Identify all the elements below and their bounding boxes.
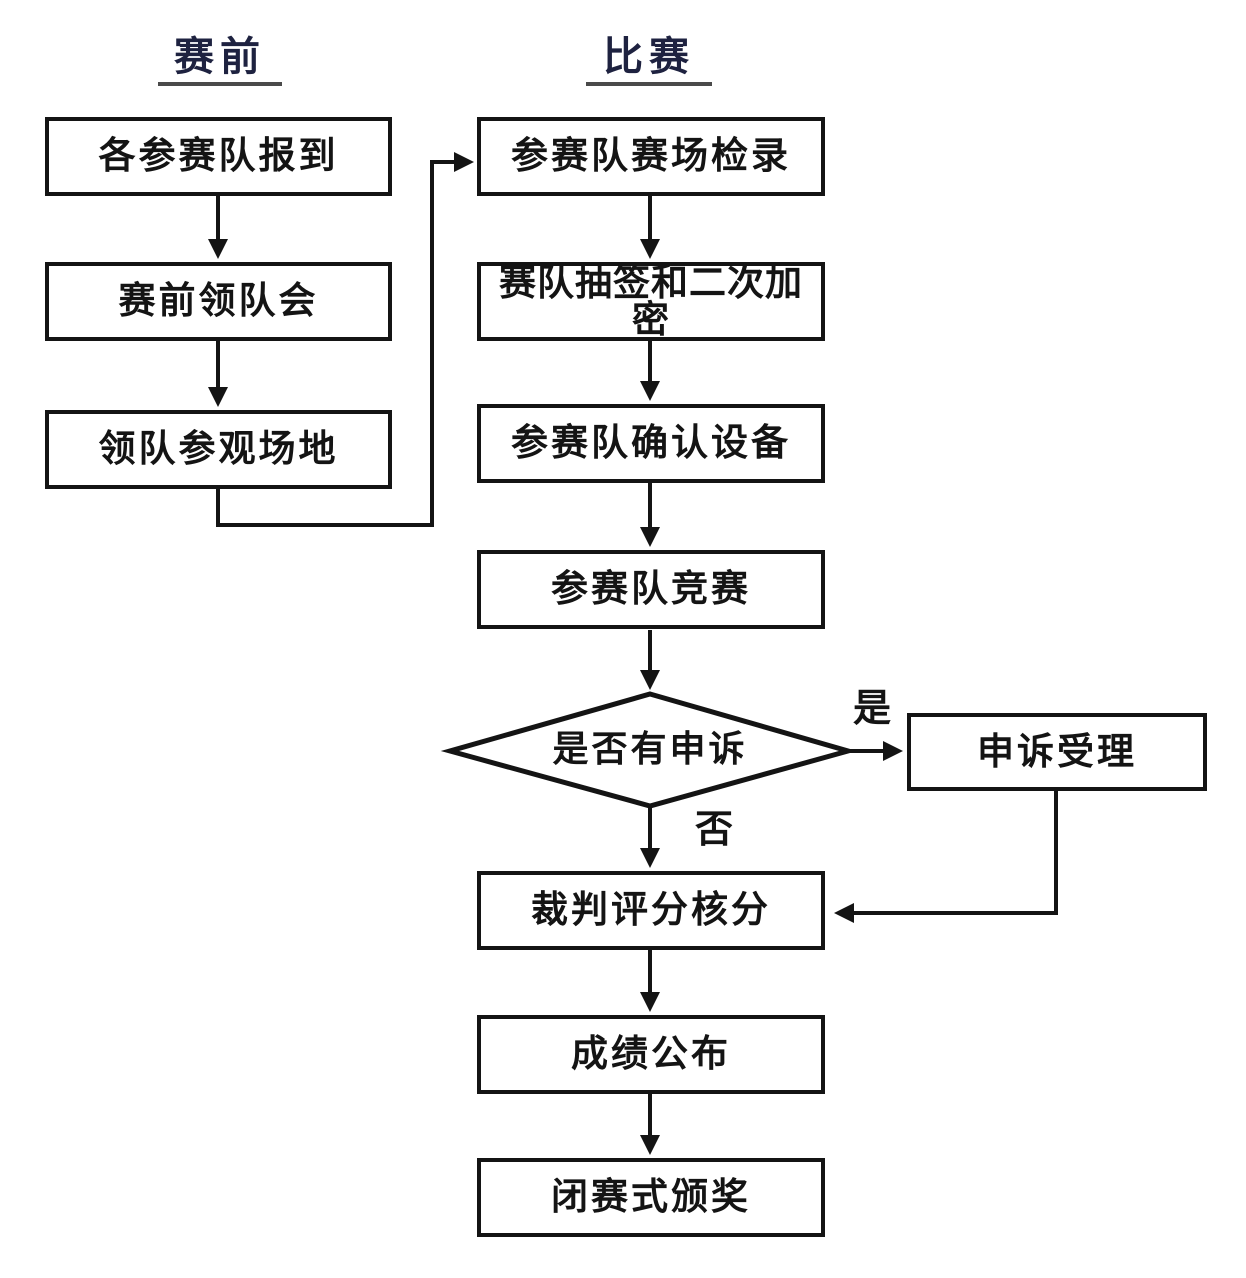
- node-confirm-equipment: 参赛队确认设备: [477, 404, 825, 483]
- node-team-checkin: 各参赛队报到: [45, 117, 392, 196]
- node-judge-scoring: 裁判评分核分: [477, 871, 825, 950]
- node-draw-encryption: 赛队抽签和二次加密: [477, 262, 825, 341]
- column-header-competition: 比赛: [586, 34, 712, 86]
- decision-appeal-label: 是否有申诉: [552, 729, 748, 769]
- node-closing-ceremony: 闭赛式颁奖: [477, 1158, 825, 1237]
- edge-appeal-acceptance-to-judge-scoring: [834, 790, 1058, 923]
- edge-label-yes: 是: [853, 688, 892, 730]
- node-results-announcement: 成绩公布: [477, 1015, 825, 1094]
- node-leader-meeting: 赛前领队会: [45, 262, 392, 341]
- column-header-pre-competition: 赛前: [158, 34, 282, 86]
- node-field-registration: 参赛队赛场检录: [477, 117, 825, 196]
- node-compete: 参赛队竞赛: [477, 550, 825, 629]
- node-appeal-acceptance: 申诉受理: [907, 713, 1207, 791]
- edge-venue-tour-to-field-registration: [216, 152, 474, 527]
- node-venue-tour: 领队参观场地: [45, 410, 392, 489]
- edge-label-no: 否: [695, 809, 734, 851]
